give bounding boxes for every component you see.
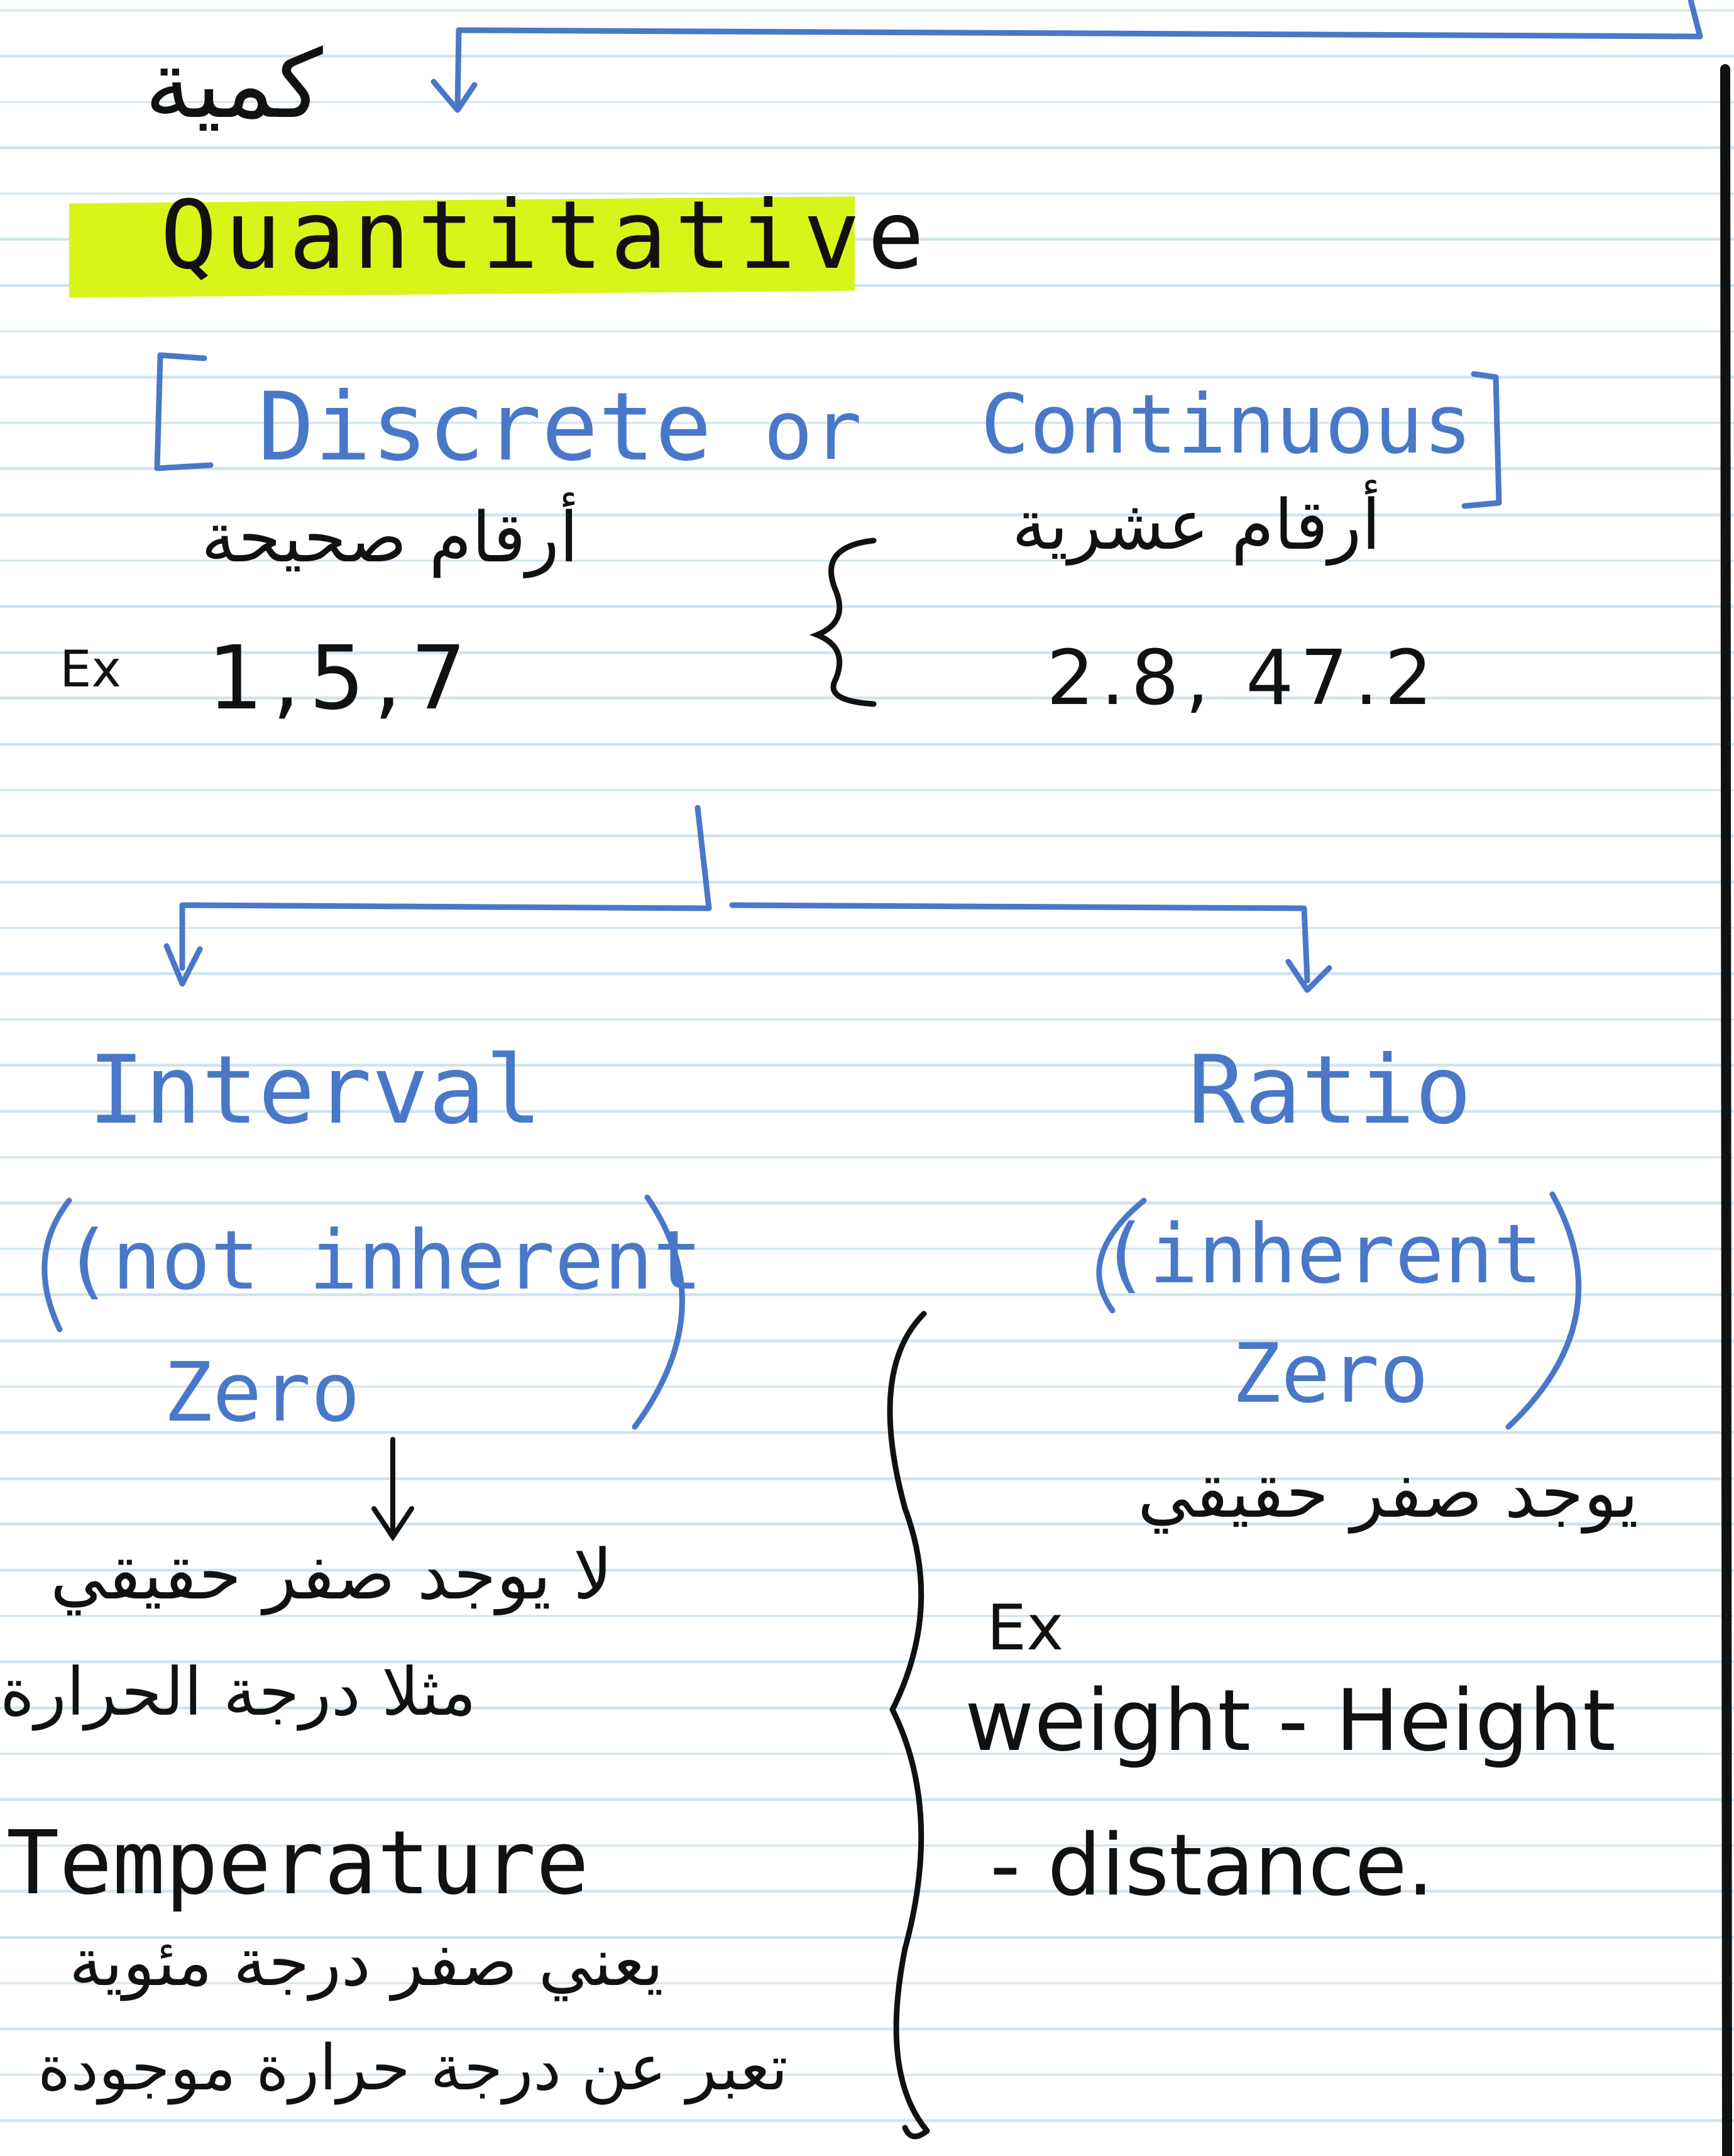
ratio-heading: Ratio (1188, 1036, 1472, 1145)
or-label: or (764, 383, 862, 478)
ratio-open-paren (1096, 1197, 1147, 1314)
continuous-label: Continuous (980, 377, 1473, 472)
discrete-examples: 1,5,7 (207, 627, 476, 730)
interval-arabic-2: مثلا درجة الحرارة (0, 1654, 476, 1730)
ratio-ex-label: Ex (987, 1591, 1064, 1664)
title: Quantitative (160, 181, 932, 290)
curly-brace-middle (809, 537, 877, 707)
interval-arabic-1: لا يوجد صفر حقيقي (50, 1534, 613, 1615)
interval-arabic-3: يعني صفر درجة مئوية (69, 1924, 664, 2001)
discrete-arabic: أرقام صحيحة (201, 497, 579, 578)
ratio-example-line2: - distance. (990, 1816, 1434, 1915)
continuous-examples: 2.8, 47.2 (1046, 635, 1439, 722)
ratio-note-line1: (inherent (1100, 1206, 1543, 1302)
ratio-example-line1: weight - Height (965, 1671, 1616, 1770)
ex-label: Ex (60, 640, 121, 698)
discrete-bracket-stroke (154, 352, 214, 471)
ratio-close-paren (1505, 1191, 1582, 1430)
continuous-arabic: أرقام عشرية (1012, 485, 1381, 565)
arabic-heading: كمية (145, 30, 323, 140)
ratio-note-line2: Zero (1232, 1326, 1429, 1421)
interval-arabic-4: تعبر عن درجة حرارة موجودة (38, 2031, 788, 2104)
interval-english: Temperature (6, 1812, 590, 1915)
curly-brace-large (887, 1311, 930, 2140)
top-arrow (431, 0, 1703, 113)
interval-down-arrow (371, 1437, 414, 1542)
margin-line (1720, 64, 1732, 2156)
continuous-bracket-stroke (1461, 371, 1502, 509)
interval-open-paren (41, 1197, 72, 1333)
interval-close-paren (632, 1194, 685, 1430)
discrete-label: Discrete (258, 373, 712, 482)
ratio-arabic-1: يوجد صفر حقيقي (1138, 1453, 1639, 1533)
interval-note-line1: (not inherent (63, 1213, 703, 1308)
interval-note-line2: Zero (163, 1345, 361, 1440)
interval-heading: Interval (88, 1036, 542, 1145)
split-arrow (163, 805, 1332, 993)
